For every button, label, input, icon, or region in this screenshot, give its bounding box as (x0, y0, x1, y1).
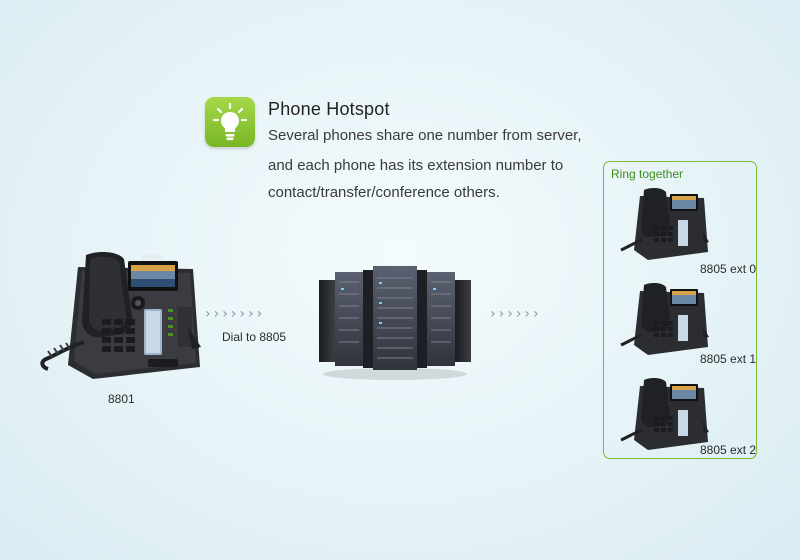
extension-label: 8805 ext 0 (700, 262, 757, 276)
arrow-right-icon: ›››››› (490, 306, 542, 322)
extension-phone (620, 187, 709, 260)
ring-group-title: Ring together (611, 167, 684, 181)
caller-extension-label: 8801 (108, 392, 135, 406)
ring-group-box (603, 161, 757, 459)
extension-phone (620, 282, 709, 355)
lightbulb-icon (205, 97, 255, 147)
feature-description-line: Several phones share one number from ser… (268, 127, 582, 144)
phone-brand-text: FANVIL (143, 255, 164, 261)
dial-label: Dial to 8805 (222, 330, 287, 344)
extension-phone (620, 377, 709, 450)
feature-description-line: contact/transfer/conference others. (268, 184, 500, 201)
caller-phone: FANVIL (40, 251, 201, 379)
extension-label: 8805 ext 2 (700, 443, 757, 457)
extension-label: 8805 ext 1 (700, 352, 757, 366)
feature-description-line: and each phone has its extension number … (268, 157, 564, 174)
feature-title: Phone Hotspot (268, 99, 390, 119)
arrow-right-icon: ››››››› (205, 306, 266, 322)
server-rack-icon (319, 266, 471, 380)
